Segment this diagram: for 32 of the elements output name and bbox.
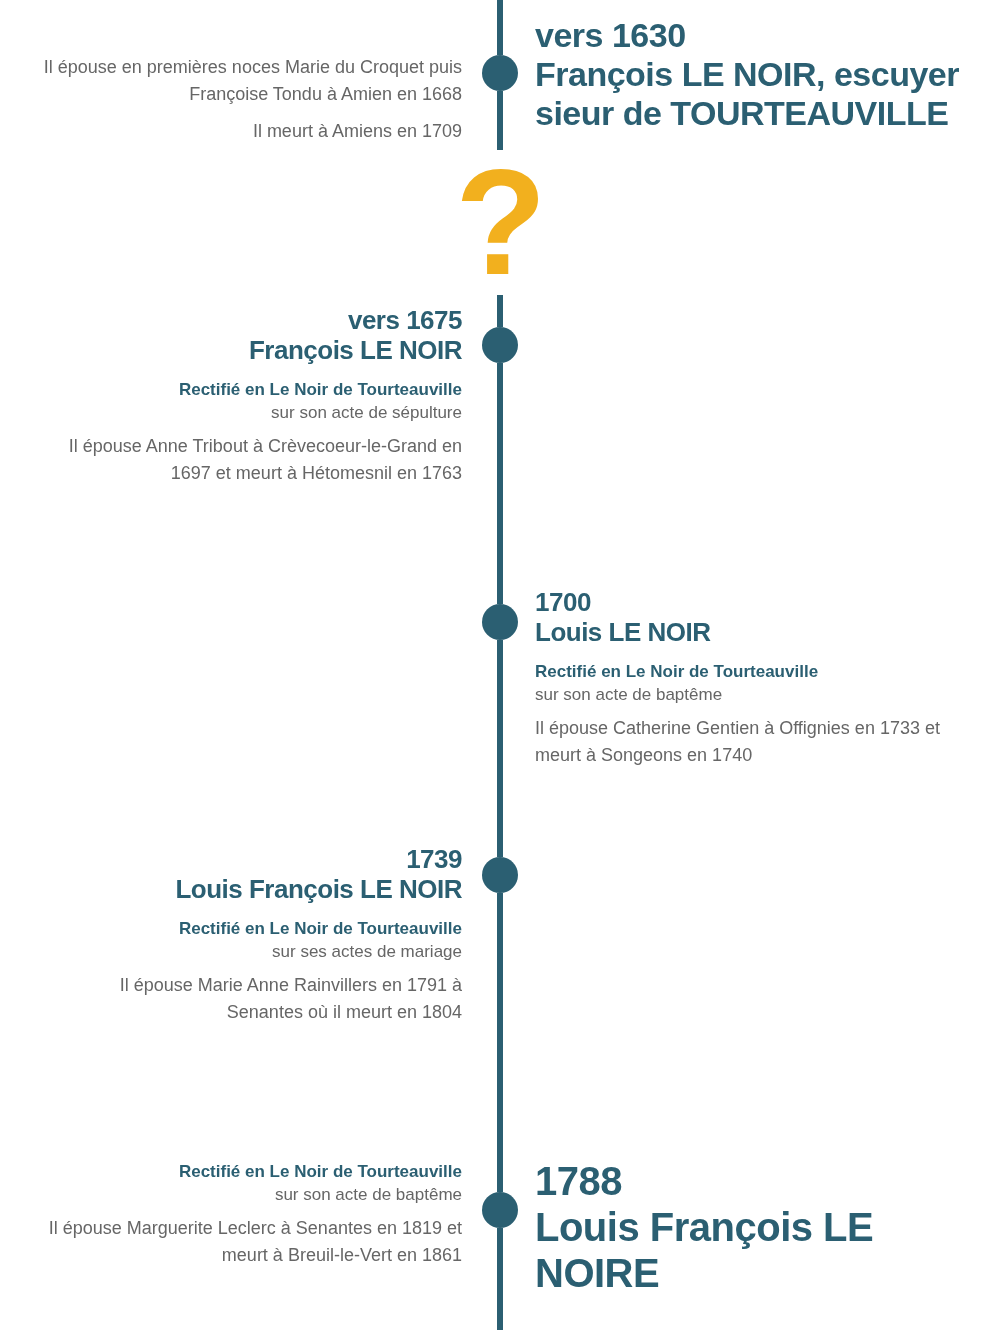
timeline-line [497,640,503,857]
date-heading: vers 1675 [346,306,462,336]
correction-note: Rectifié en Le Noir de Tourteauville [177,918,462,939]
biography-text: Il meurt à Amiens en 1709 [251,120,462,143]
timeline-line [497,1228,503,1330]
date-heading: 1700 [535,588,592,618]
biography-text: Il épouse Catherine Gentien à Offignies en 1733 et meurt à Songeons en 1740 [535,716,941,767]
person-name: Louis François LE NOIR [174,874,462,905]
correction-note: Rectifié en Le Noir de Tourteauville [177,1162,462,1182]
timeline-line [497,363,503,604]
correction-note: Rectifié en Le Noir de Tourteauville [535,661,820,682]
person-name: Louis LE NOIR [535,617,712,648]
person-name: François LE NOIR [247,335,462,366]
biography-text: Il épouse Anne Tribout à Crèvecoeur-le-Grand en 1697 et meurt à Hétomesnil en 1763 [67,434,462,485]
biography-text: Il épouse en premières noces Marie du Croquet puis Françoise Tondu à Amien en 1668 [42,56,462,106]
date-heading: vers 1630 [535,16,687,56]
timeline-line [497,295,503,327]
correction-note: Rectifié en Le Noir de Tourteauville [177,379,462,400]
person-name: Louis François LE NOIRE [535,1204,875,1296]
timeline-line [497,893,503,1192]
date-heading: 1788 [535,1158,623,1204]
person-name: François LE NOIR, escuyer sieur de TOURTEAUVILLE [535,55,960,134]
date-heading: 1739 [405,845,462,875]
source-note: sur son acte de baptême [273,1185,462,1205]
timeline-line [497,91,503,150]
biography-text: Il épouse Marguerite Leclerc à Senantes en 1819 et meurt à Breuil-le-Vert en 1861 [47,1217,462,1267]
question-mark: ? [455,150,545,295]
timeline-line [497,0,503,55]
source-note: sur son acte de sépulture [270,402,462,423]
source-note: sur ses actes de mariage [271,941,462,962]
biography-text: Il épouse Marie Anne Rainvillers en 1791 à Senantes où il meurt en 1804 [118,973,462,1024]
source-note: sur son acte de baptême [535,684,724,705]
